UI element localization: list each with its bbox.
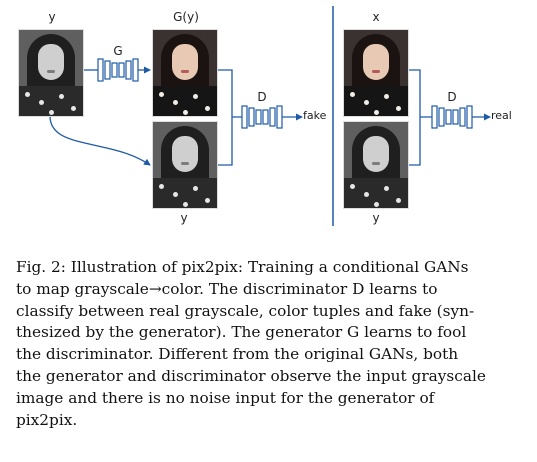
caption-line: the generator and discriminator observe … [16,366,486,385]
output-label-real: real [491,109,512,122]
caption-line: Fig. 2: Illustration of pix2pix: Trainin… [16,258,469,276]
generated-color-photo [152,29,218,117]
arrow-curve-to-copy [49,115,151,166]
output-label-fake: fake [303,109,327,122]
label-discriminator-right: D [447,90,457,104]
label-real-y: y [372,211,380,225]
caption-line: pix2pix. [16,410,78,429]
label-real-x: x [372,10,380,24]
pix2pix-diagram: y G(y) y x y G D D fake real [18,6,512,226]
diagram-connectors [49,6,491,226]
caption-line: classify between real grayscale, color t… [16,301,475,320]
caption-line: the discriminator. Different from the or… [16,345,459,364]
figure-caption: Fig. 2: Illustration of pix2pix: Trainin… [16,257,521,431]
real-color-photo [343,29,409,117]
caption-line: thesized by the generator). The generato… [16,323,467,342]
generator-block [97,58,139,82]
discriminator-left-block [241,105,283,129]
merge-connector-left [216,69,242,166]
label-generated-gy: G(y) [173,10,199,24]
input-grayscale-photo [18,29,84,117]
real-grayscale-photo [343,121,409,209]
label-input-copy-y: y [180,211,188,225]
label-generator: G [113,44,123,58]
caption-line: image and there is no noise input for th… [16,388,435,407]
input-grayscale-copy-photo [152,121,218,209]
caption-line: to map grayscale→color. The discriminato… [16,279,438,298]
label-discriminator-left: D [257,90,267,104]
merge-connector-right [408,69,432,166]
label-input-y: y [48,10,56,24]
discriminator-right-block [431,105,473,129]
